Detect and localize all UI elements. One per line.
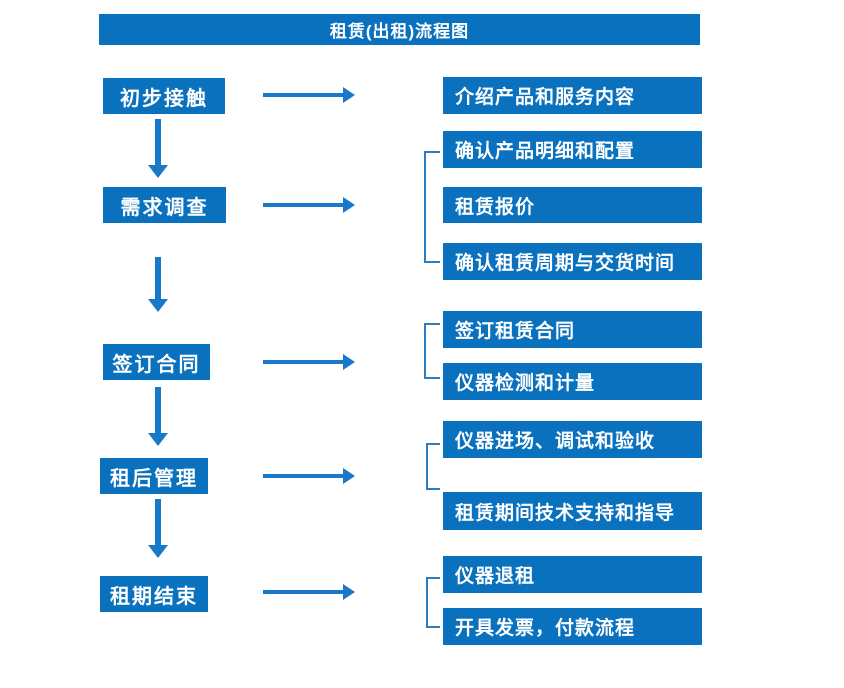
arrow-head	[148, 165, 168, 178]
arrow-head	[343, 354, 355, 370]
right-arrow-icon	[263, 87, 355, 103]
title-bar: 租赁(出租)流程图	[99, 14, 700, 45]
down-arrow-icon	[148, 387, 168, 446]
stage-box-rental-end: 租期结束	[100, 576, 208, 612]
detail-box: 租赁期间技术支持和指导	[443, 492, 702, 530]
detail-box: 租赁报价	[443, 187, 702, 223]
detail-box: 介绍产品和服务内容	[443, 77, 702, 114]
stage-box-initial-contact: 初步接触	[103, 78, 225, 114]
arrow-head	[148, 299, 168, 312]
group-bracket	[424, 323, 440, 379]
down-arrow-icon	[148, 257, 168, 312]
detail-box: 仪器检测和计量	[443, 363, 702, 400]
right-arrow-icon	[263, 354, 355, 370]
stage-box-demand-survey: 需求调查	[103, 187, 226, 223]
arrow-head	[343, 197, 355, 213]
right-arrow-icon	[263, 584, 355, 600]
arrow-shaft	[155, 257, 161, 299]
arrow-shaft	[155, 119, 161, 165]
arrow-shaft	[155, 499, 161, 545]
arrow-shaft	[155, 387, 161, 433]
arrow-shaft	[263, 203, 343, 207]
down-arrow-icon	[148, 499, 168, 558]
group-bracket	[426, 577, 440, 628]
arrow-shaft	[263, 474, 343, 478]
stage-box-sign-contract: 签订合同	[103, 344, 210, 380]
stage-box-post-rental-management: 租后管理	[100, 458, 208, 494]
arrow-shaft	[263, 360, 343, 364]
right-arrow-icon	[263, 197, 355, 213]
detail-box: 仪器退租	[443, 556, 702, 593]
arrow-head	[343, 87, 355, 103]
right-arrow-icon	[263, 468, 355, 484]
detail-box: 仪器进场、调试和验收	[443, 421, 702, 458]
arrow-shaft	[263, 93, 343, 97]
page-title: 租赁(出租)流程图	[329, 22, 470, 41]
arrow-head	[148, 433, 168, 446]
arrow-head	[343, 584, 355, 600]
group-bracket	[424, 151, 440, 263]
detail-box: 确认租赁周期与交货时间	[443, 243, 702, 280]
detail-box: 签订租赁合同	[443, 311, 702, 348]
group-bracket	[426, 443, 440, 490]
detail-box: 确认产品明细和配置	[443, 131, 702, 168]
arrow-head	[148, 545, 168, 558]
down-arrow-icon	[148, 119, 168, 178]
arrow-shaft	[263, 590, 343, 594]
detail-box: 开具发票，付款流程	[443, 608, 702, 645]
arrow-head	[343, 468, 355, 484]
